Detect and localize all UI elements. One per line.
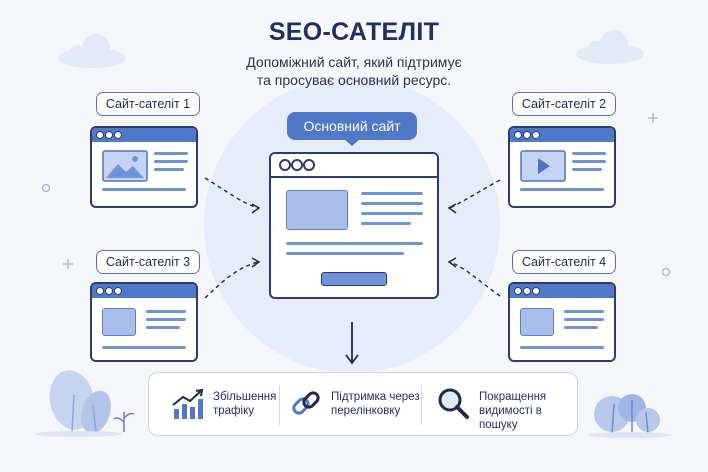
main-site-label: Основний сайт [287, 112, 417, 140]
sparkle-plus-icon [648, 113, 658, 123]
sparkle-circle-icon [41, 183, 51, 193]
feature-2-text: Підтримка через перелінковку [331, 390, 420, 418]
sparkle-plus-icon [63, 259, 73, 269]
satellite-1-label: Сайт-сателіт 1 [96, 92, 200, 116]
cloud-left-icon [58, 34, 126, 68]
down-arrow-icon [345, 322, 359, 365]
magnifier-icon [438, 388, 469, 419]
satellite-2-label: Сайт-сателіт 2 [512, 92, 616, 116]
arrow-sat4-to-main [449, 261, 501, 297]
plant-right-icon [588, 394, 672, 438]
image-icon [102, 150, 148, 182]
plant-left-icon [34, 370, 135, 437]
video-play-icon [520, 150, 566, 182]
growth-chart-icon [172, 388, 204, 419]
satellite-2-browser [508, 126, 616, 208]
feature-3-line1: Покращення [479, 391, 547, 403]
feature-3-line2: видимості в пошуку [479, 405, 542, 431]
cloud-right-icon [576, 30, 644, 64]
page-title: SEO-САТЕЛІТ [268, 18, 440, 46]
feature-2-line2: перелінковку [331, 405, 401, 417]
feature-3-text: Покращення видимості в пошуку [479, 390, 577, 432]
satellite-3-browser [90, 282, 198, 362]
satellite-4-label: Сайт-сателіт 4 [512, 250, 616, 274]
feature-2-line1: Підтримка через [331, 391, 420, 403]
satellite-4-browser [508, 282, 616, 362]
satellite-3-label: Сайт-сателіт 3 [96, 250, 200, 274]
feature-1-line1: Збільшення [213, 391, 277, 403]
feature-1-text: Збільшення трафіку [213, 390, 276, 418]
main-site-browser [269, 152, 439, 299]
arrow-sat3-to-main [204, 261, 259, 299]
chain-link-icon [292, 391, 320, 415]
features-panel: Збільшення трафіку Підтримка через перел… [148, 372, 578, 436]
feature-1-line2: трафіку [213, 405, 254, 417]
arrow-sat1-to-main [204, 177, 259, 209]
main-label-pointer [344, 139, 360, 146]
subtitle-line-2: та просуває основний ресурс. [256, 72, 452, 88]
sparkle-circle-icon [661, 267, 671, 277]
subtitle-line-1: Допоміжний сайт, який підтримує [246, 54, 462, 70]
satellite-1-browser [90, 126, 198, 208]
